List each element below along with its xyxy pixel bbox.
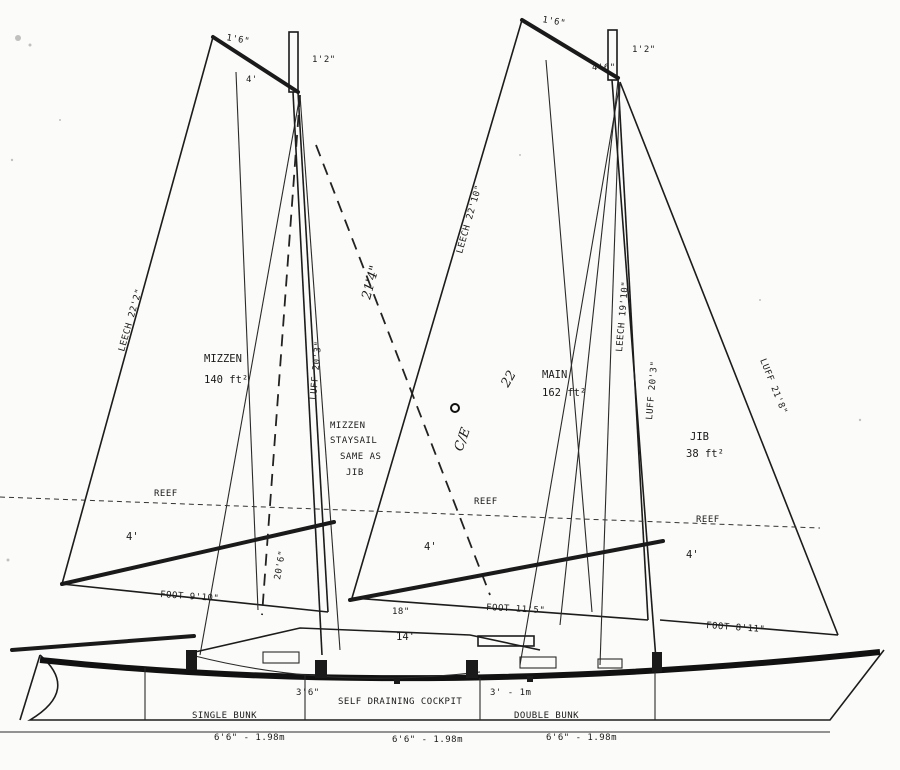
station-right-dim: 6'6" - 1.98m (546, 733, 617, 743)
mizzen-sail (60, 35, 341, 656)
cockpit-label: SELF DRAINING COCKPIT (338, 697, 462, 707)
reef-lines (0, 496, 821, 529)
mizzen-head-dim: 1'6" (225, 33, 250, 47)
mizzen-foot-label: FOOT 9'10" (160, 590, 220, 604)
main-gaff-dim: 4'6" (592, 63, 616, 73)
mizzen-staysail (261, 94, 491, 616)
main-head-dim: 1'6" (541, 15, 566, 29)
reef-height-right: 4' (686, 549, 699, 561)
main-leech-inner-label: LEECH 19'10" (615, 281, 631, 353)
jib-foot-label: FOOT 8'11" (706, 621, 766, 635)
cle-label: C/E (452, 425, 474, 453)
boomkin (10, 634, 196, 652)
reef-left: REEF (154, 489, 178, 499)
jib-area: 38 ft² (686, 448, 724, 460)
center-effort-mark (450, 403, 460, 413)
main-mast-top-dim: 1'2" (632, 45, 656, 55)
freeboard2-dim: 3' - 1m (490, 688, 531, 698)
mizzen-mast-top-dim: 1'2" (312, 55, 336, 65)
cockpit-length-dim: 14' (396, 631, 415, 643)
mizzen-area: 140 ft² (204, 374, 248, 386)
reef-height-center: 4' (424, 541, 437, 553)
hull (0, 627, 885, 733)
deck-fittings (186, 650, 662, 684)
mizzen-mast (288, 31, 299, 93)
staysail-line4: JIB (346, 468, 364, 478)
mizzen-gaff-dim: 4' (246, 75, 258, 85)
main-area: 162 ft² (542, 387, 586, 399)
reef-height-left: 4' (126, 531, 139, 543)
mizzen-stay-dim: 20'6" (273, 550, 288, 581)
main-foot-label: FOOT 11'5" (486, 603, 546, 616)
jib-luff-label: LUFF 21'8" (757, 357, 788, 416)
staysail-line3: SAME AS (340, 452, 381, 462)
diagonal-dim: 21'4" (359, 264, 383, 302)
mizzen-leech-label: LEECH 22'2" (117, 287, 145, 352)
main-luff-label: LUFF 20'3" (645, 360, 660, 420)
freeboard-dim: 3'6" (296, 688, 320, 698)
staysail-line1: MIZZEN (330, 421, 366, 431)
ce-dim: 22 (498, 368, 520, 391)
main-name: MAIN (542, 369, 567, 381)
paper-speckle (6, 35, 862, 562)
station-center-dim: 6'6" - 1.98m (392, 735, 463, 745)
double-bunk-label: DOUBLE BUNK (514, 711, 579, 721)
bow-small-dim: 18" (392, 607, 410, 617)
station-left-dim: 6'6" - 1.98m (214, 733, 285, 743)
reef-center: REEF (474, 497, 498, 507)
staysail-line2: STAYSAIL (330, 436, 377, 446)
jib-sail (619, 81, 839, 636)
reef-right: REEF (696, 515, 720, 525)
single-bunk-label: SINGLE BUNK (192, 711, 257, 721)
mizzen-name: MIZZEN (204, 353, 242, 365)
jib-name: JIB (690, 431, 709, 443)
